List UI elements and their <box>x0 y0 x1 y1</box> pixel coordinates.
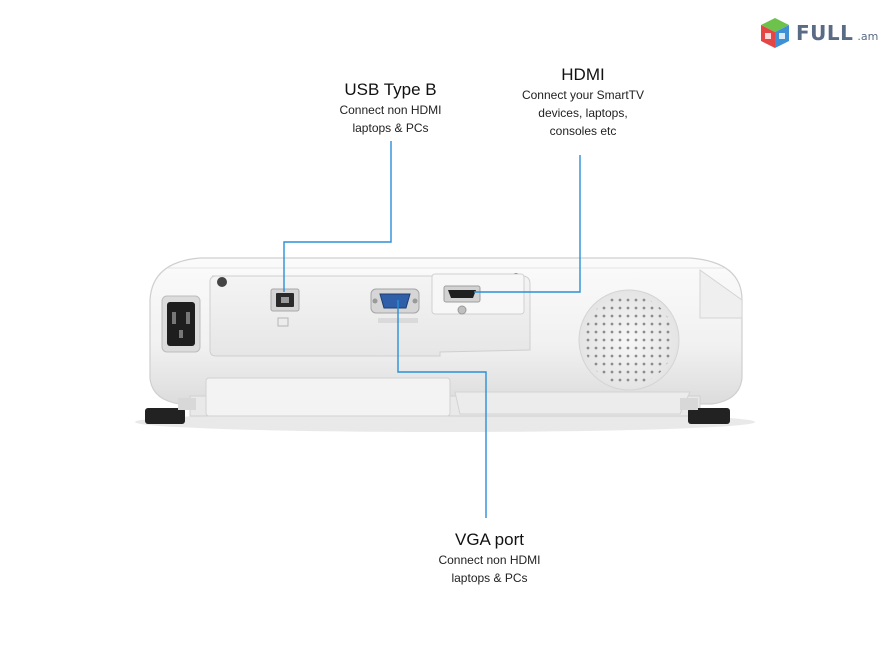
hdmi-callout-desc-line3: consoles etc <box>549 124 617 138</box>
logo-wordmark: FULL <box>796 21 854 45</box>
vga-leader-line <box>397 300 487 518</box>
logo-suffix: .am <box>857 29 879 43</box>
left-foot <box>145 408 185 424</box>
hdmi-callout-title: HDMI <box>561 65 605 84</box>
hdmi-callout-desc-line2: devices, laptops, <box>538 106 628 120</box>
hdmi-leader-line <box>474 155 581 293</box>
right-foot <box>688 408 730 424</box>
vga-callout-desc-line1: Connect non HDMI <box>438 553 541 567</box>
panel-screw-left <box>217 277 227 287</box>
usb-callout-title: USB Type B <box>344 80 437 99</box>
leader-lines <box>283 141 581 518</box>
vga-callout: VGA port Connect non HDMI laptops & PCs <box>412 529 567 587</box>
usb-callout-desc-line2: laptops & PCs <box>352 121 429 135</box>
vga-callout-title: VGA port <box>455 530 524 549</box>
vga-callout-desc-line2: laptops & PCs <box>451 571 528 585</box>
brand-logo: FULL .am <box>758 14 888 52</box>
cube-icon <box>761 18 789 48</box>
floor-shadow <box>135 412 755 432</box>
bottom-cover <box>205 377 451 417</box>
hdmi-callout: HDMI Connect your SmartTV devices, lapto… <box>503 64 663 140</box>
usb-callout-desc-line1: Connect non HDMI <box>339 103 442 117</box>
usb-callout: USB Type B Connect non HDMI laptops & PC… <box>318 79 463 137</box>
usb-leader-line <box>283 141 392 292</box>
hdmi-callout-desc-line1: Connect your SmartTV <box>521 88 645 102</box>
